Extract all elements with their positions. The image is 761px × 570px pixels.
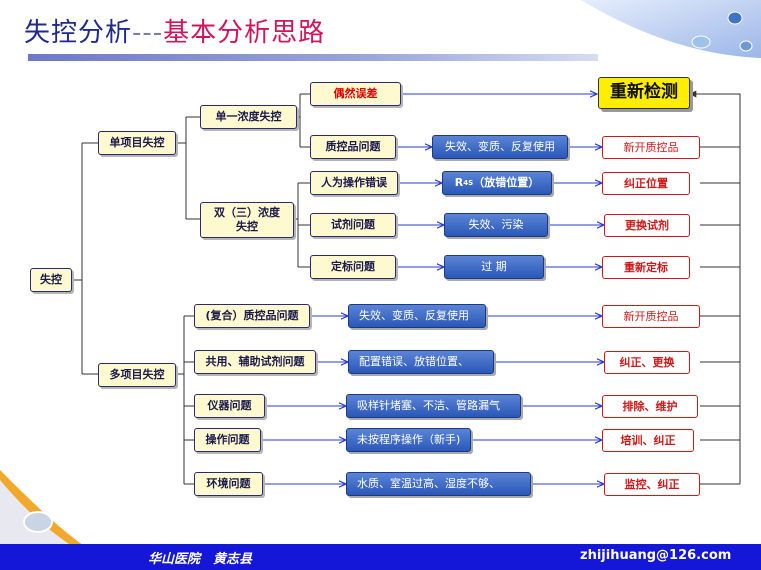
footer-bar: [0, 544, 761, 570]
footer-email: zhijihuang@126.com: [580, 548, 732, 563]
human-operation-error-node: 人为操作错误: [310, 171, 398, 195]
operation-problem-node: 操作问题: [194, 428, 261, 452]
calibration-action-node: 重新定标: [602, 256, 690, 279]
instrument-problem-node: 仪器问题: [194, 394, 265, 418]
reagent-action-node: 更换试剂: [604, 214, 690, 237]
chance-error-node: 偶然误差: [310, 82, 401, 106]
footer-author: 华山医院 黄志县: [148, 552, 253, 567]
title-underline: [28, 54, 598, 61]
instrument-action-node: 排除、维护: [602, 395, 698, 418]
qc-cause-node: 失效、变质、反复使用: [432, 135, 568, 159]
calibration-cause-node: 过 期: [444, 255, 544, 279]
environment-cause-node: 水质、室温过高、湿度不够、: [346, 472, 531, 496]
operation-cause-node: 未按程序操作（新手): [346, 428, 471, 452]
single-item-loss-node: 单项目失控: [98, 131, 176, 155]
human-cause-rest: （放错位置）: [473, 176, 540, 190]
single-concentration-node: 单一浓度失控: [200, 105, 297, 129]
retest-node: 重新检测: [598, 77, 690, 109]
instrument-cause-node: 吸样针堵塞、不洁、管路漏气: [346, 394, 521, 418]
operation-action-node: 培训、纠正: [602, 429, 694, 452]
multi-qc-action-node: 新开质控品: [602, 305, 700, 328]
reagent-problem-node: 试剂问题: [310, 213, 396, 237]
dual-concentration-node: 双（三）浓度 失控: [200, 202, 294, 238]
root-loss-of-control: 失控: [30, 268, 72, 292]
multi-reagent-cause-node: 配置错误、放错位置、: [348, 350, 494, 374]
human-cause-r: R: [454, 176, 464, 190]
page-title: 失控分析---基本分析思路: [24, 12, 325, 49]
qc-action-node: 新开质控品: [602, 136, 700, 159]
multi-reagent-action-node: 纠正、更换: [604, 351, 690, 374]
environment-problem-node: 环境问题: [194, 472, 263, 496]
reagent-cause-node: 失效、污染: [444, 213, 548, 237]
multi-item-loss-node: 多项目失控: [98, 363, 176, 387]
calibration-problem-node: 定标问题: [310, 255, 396, 279]
human-cause-subscript: 4S: [463, 178, 474, 187]
multi-qc-problem-node: (复合）质控品问题: [194, 304, 310, 328]
human-action-node: 纠正位置: [602, 172, 690, 195]
water-drop-decoration: [581, 0, 761, 58]
title-separator: ---: [132, 18, 164, 48]
multi-reagent-problem-node: 共用、辅助试剂问题: [194, 350, 316, 374]
title-part-1: 失控分析: [24, 18, 133, 48]
environment-action-node: 监控、纠正: [604, 473, 700, 496]
qc-material-problem-node: 质控品问题: [310, 135, 396, 159]
water-drop-decoration-bottom: [0, 470, 90, 550]
multi-qc-cause-node: 失效、变质、反复使用: [348, 304, 486, 328]
title-part-2: 基本分析思路: [163, 18, 326, 48]
